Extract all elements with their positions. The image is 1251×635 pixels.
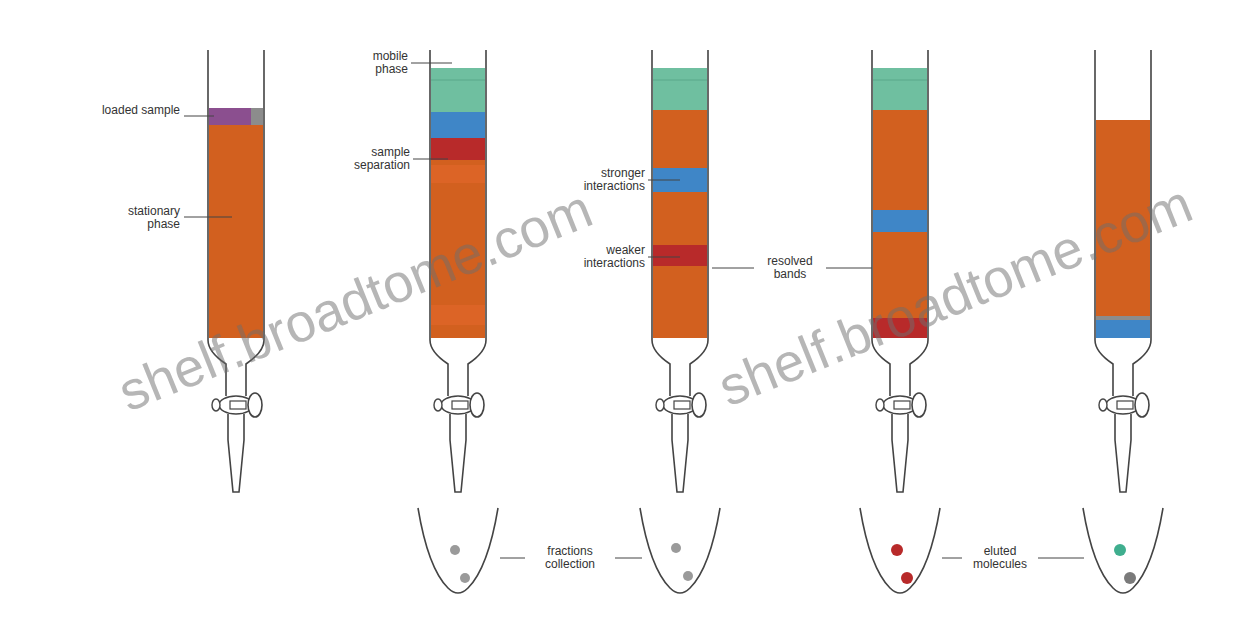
watermark: shelf.broadtome.com <box>110 177 601 423</box>
step-label: eluted molecules <box>964 545 1036 571</box>
column-3 <box>652 50 708 492</box>
part-label: loaded sample <box>100 104 180 117</box>
part-label: resolved bands <box>757 255 823 281</box>
column-5 <box>1095 50 1151 492</box>
column-1 <box>208 50 264 492</box>
part-label: sample separation <box>330 146 410 172</box>
part-label: stationary phase <box>100 205 180 231</box>
step-label: fractions collection <box>528 545 612 571</box>
part-label: mobile phase <box>338 50 408 76</box>
part-label: weaker interactions <box>555 244 645 270</box>
collection-beaker <box>418 508 1163 593</box>
column-4 <box>872 50 928 492</box>
